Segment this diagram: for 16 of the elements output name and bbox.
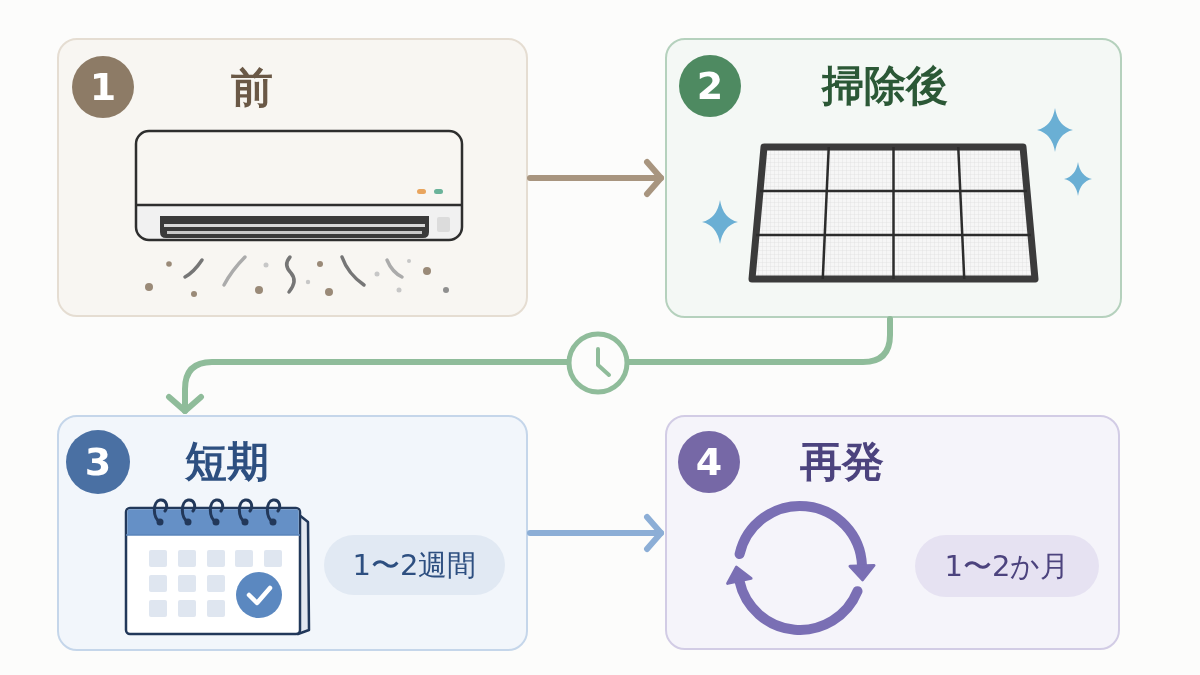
number-circle: 4 [678, 431, 740, 493]
card-title: 前 [231, 67, 273, 109]
duration-tag: 1〜2週間 [324, 535, 505, 595]
arrow [527, 514, 664, 552]
card-title: 短期 [185, 441, 269, 483]
arrow [166, 316, 893, 414]
step-card [57, 38, 528, 317]
arrow [527, 159, 664, 197]
card-title: 再発 [800, 441, 884, 483]
card-title: 掃除後 [822, 65, 948, 107]
number-circle: 2 [679, 55, 741, 117]
number-circle: 3 [66, 430, 130, 494]
step-card [665, 38, 1122, 318]
number-circle: 1 [72, 56, 134, 118]
step-card [57, 415, 528, 651]
duration-tag: 1〜2か月 [915, 535, 1099, 597]
